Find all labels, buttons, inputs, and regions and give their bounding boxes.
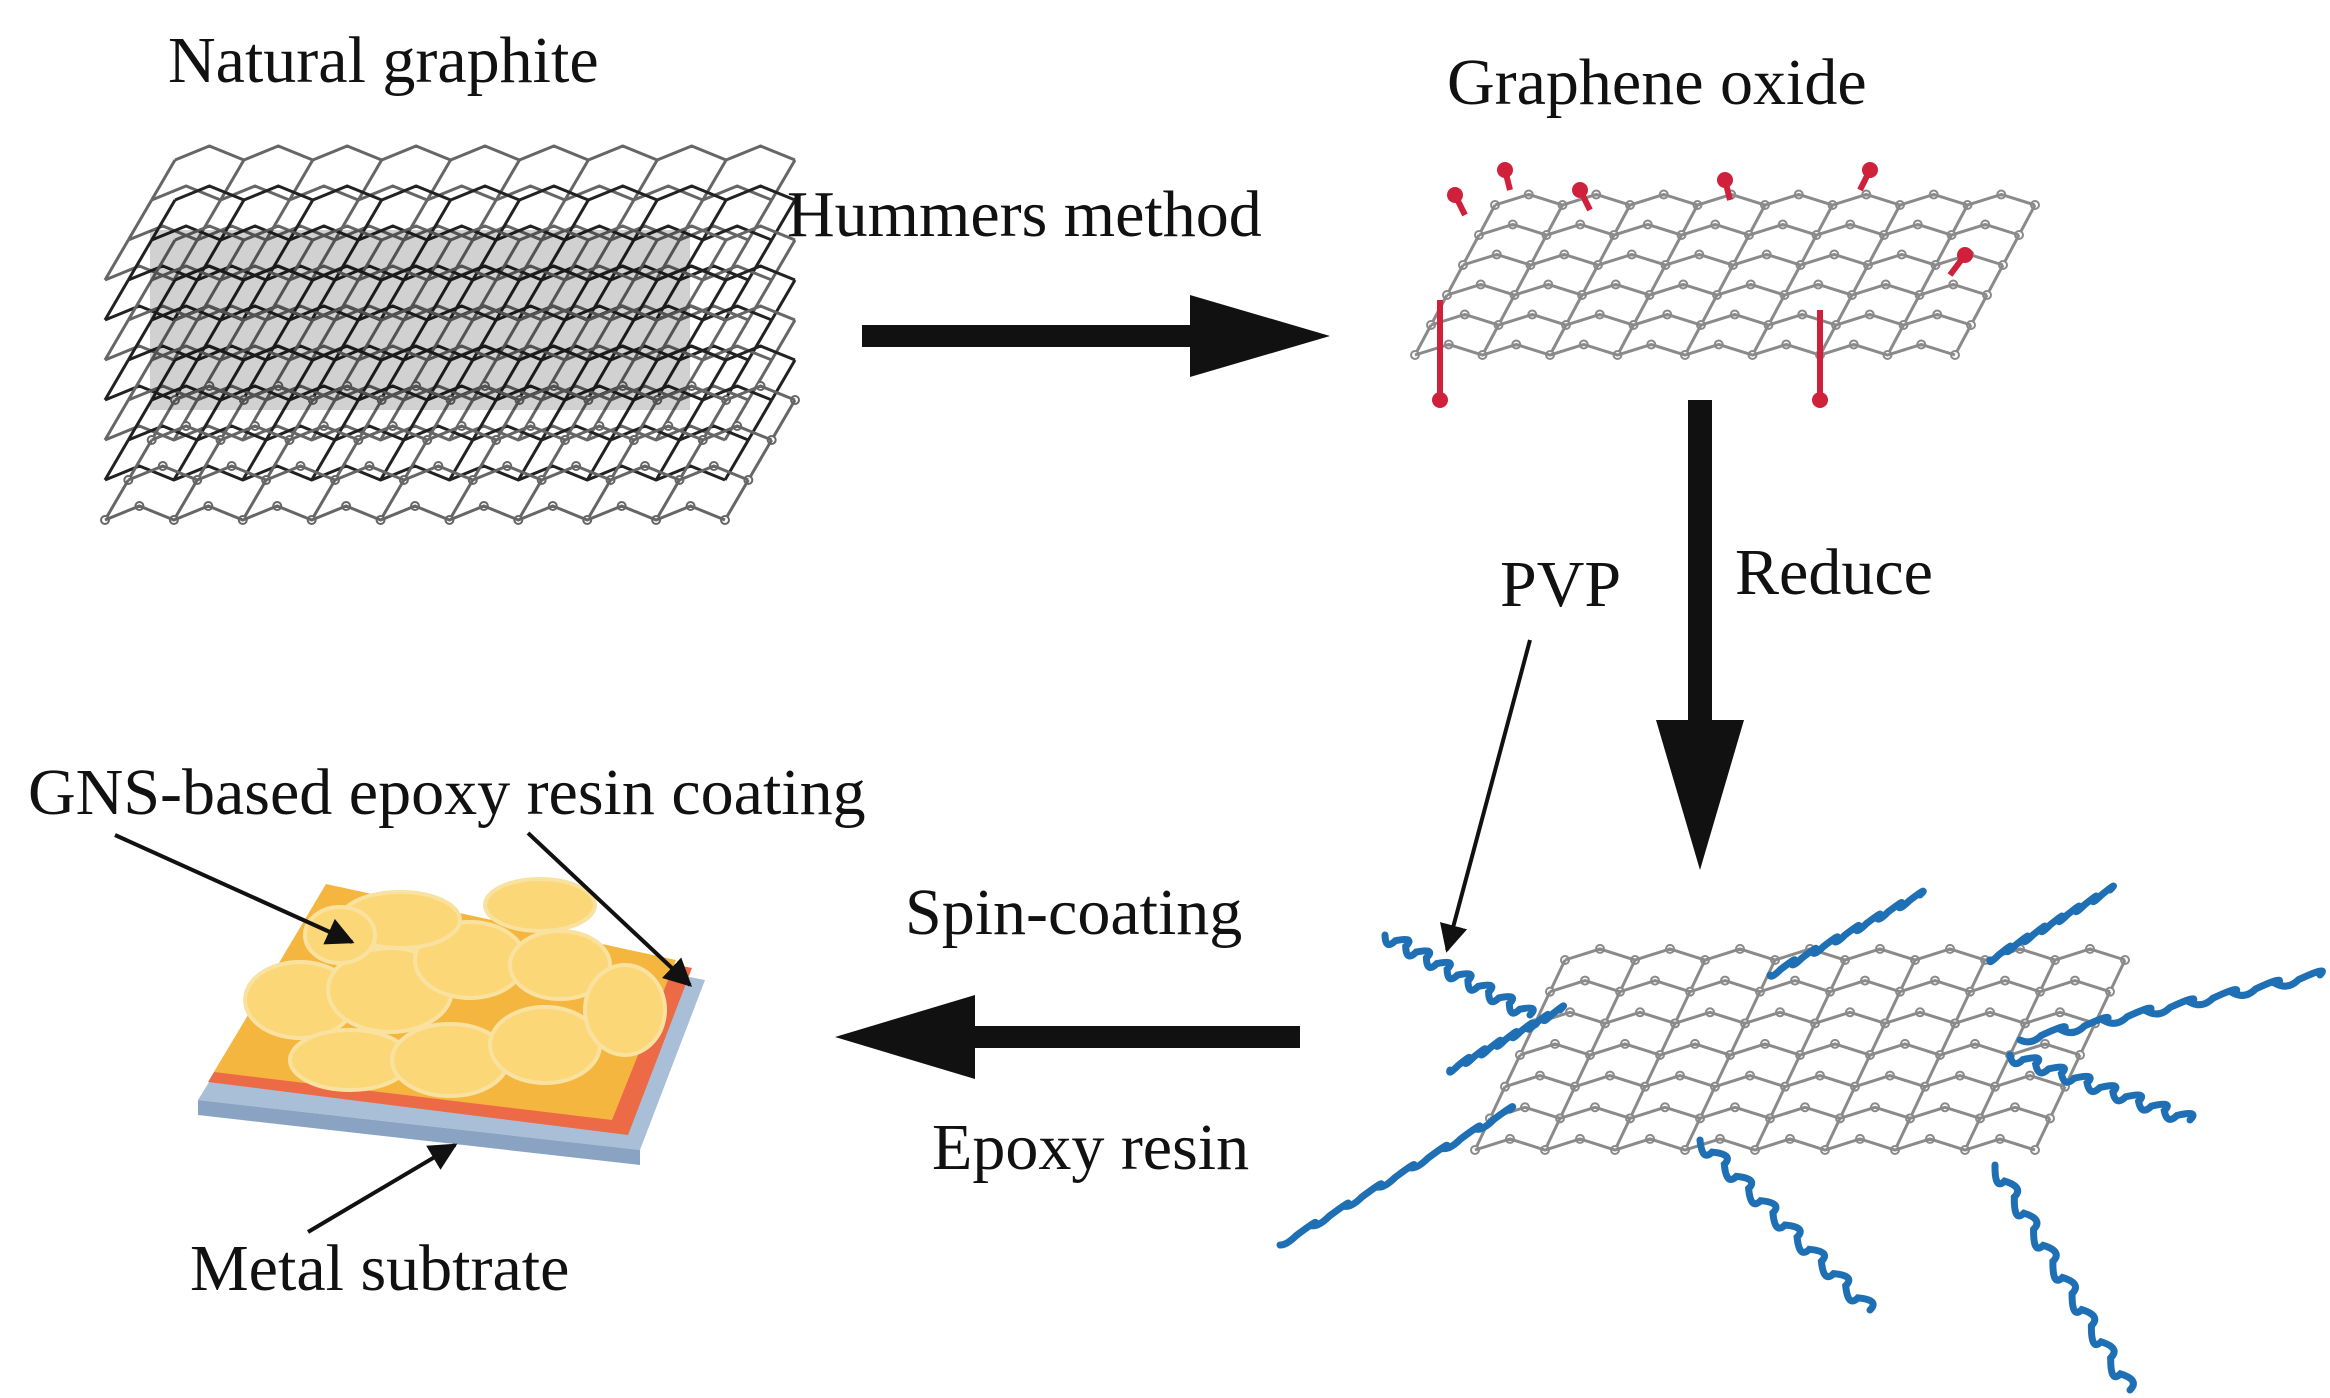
coated-metal-substrate-illustration (198, 877, 705, 1165)
spin-coating-label: Spin-coating (905, 876, 1243, 949)
gns-coating-label: GNS-based epoxy resin coating (28, 756, 866, 829)
natural-graphite-illustration (100, 144, 800, 525)
hummers-method-label: Hummers method (787, 178, 1262, 251)
pvp-pointer (1439, 639, 1532, 953)
hummers-arrow (862, 295, 1330, 377)
pvp-graphene-illustration (1276, 882, 2326, 1394)
substrate-pointer (306, 1143, 458, 1234)
pvp-label: PVP (1500, 548, 1622, 621)
natural-graphite-label: Natural graphite (168, 24, 599, 97)
graphene-oxide-illustration (1410, 162, 2040, 408)
epoxy-resin-label: Epoxy resin (932, 1111, 1250, 1184)
graphene-oxide-label: Graphene oxide (1447, 46, 1867, 119)
metal-substrate-label: Metal subtrate (190, 1232, 570, 1305)
reduce-arrow (1656, 400, 1744, 870)
reduce-label: Reduce (1735, 536, 1933, 609)
spin-coating-arrow (835, 995, 1300, 1079)
coating-pointer-left (114, 833, 355, 945)
coating-pointer-right (526, 831, 693, 987)
